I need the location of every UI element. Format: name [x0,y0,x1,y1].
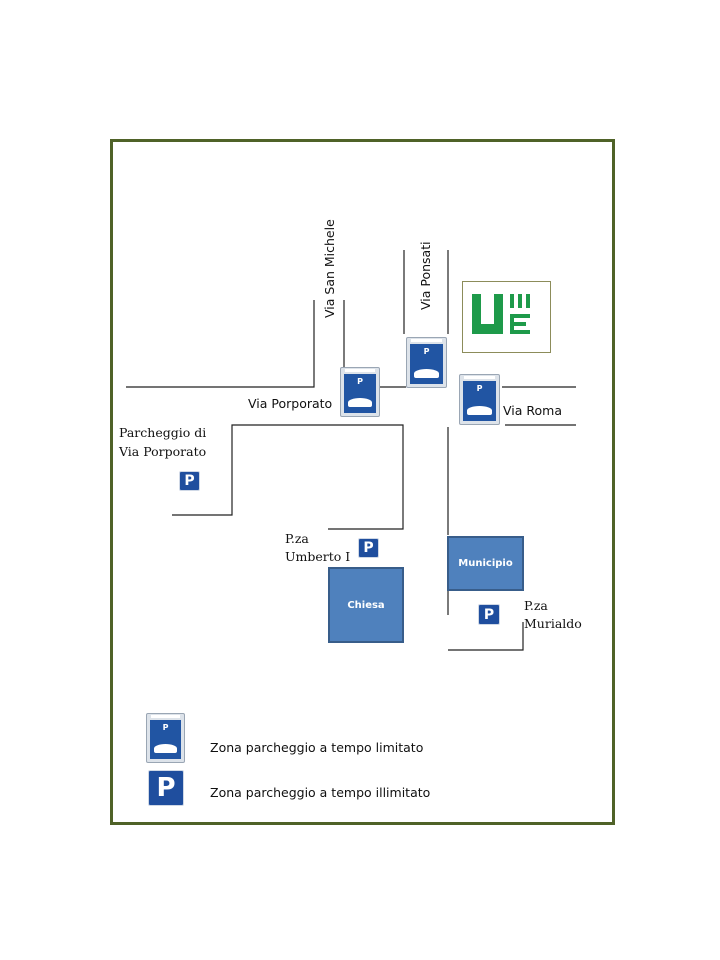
street-label-via-porporato: Via Porporato [248,396,333,411]
parking-sign-icon: P [358,538,379,558]
parking-sign-icon: P [179,471,200,491]
map-frame [110,139,615,825]
municipal-logo-icon [462,281,551,353]
parking-disc-icon: P [459,374,500,425]
building-chiesa: Chiesa [328,567,404,643]
parking-sign-icon: P [478,604,500,625]
place-label-parcheggio-line2: Via Porporato [119,444,207,459]
legend-limited-label: Zona parcheggio a tempo limitato [210,740,424,755]
place-label-parcheggio-line1: Parcheggio di [119,425,207,440]
parking-disc-icon: P [340,367,380,417]
street-label-via-roma: Via Roma [503,403,562,418]
legend-parking-disc-icon: P [146,713,185,763]
place-label-umberto-line1: P.za [285,531,309,546]
parking-disc-icon: P [406,337,447,388]
legend-unlimited-label: Zona parcheggio a tempo illimitato [210,785,431,800]
place-label-murialdo-line1: P.za [524,598,548,613]
street-label-via-ponsati: Via Ponsati [418,241,433,310]
legend-parking-sign-icon: P [148,770,184,806]
street-label-via-san-michele: Via San Michele [322,219,337,318]
place-label-murialdo-line2: Murialdo [524,616,582,631]
building-municipio: Municipio [447,536,524,591]
place-label-umberto-line2: Umberto I [285,549,351,564]
